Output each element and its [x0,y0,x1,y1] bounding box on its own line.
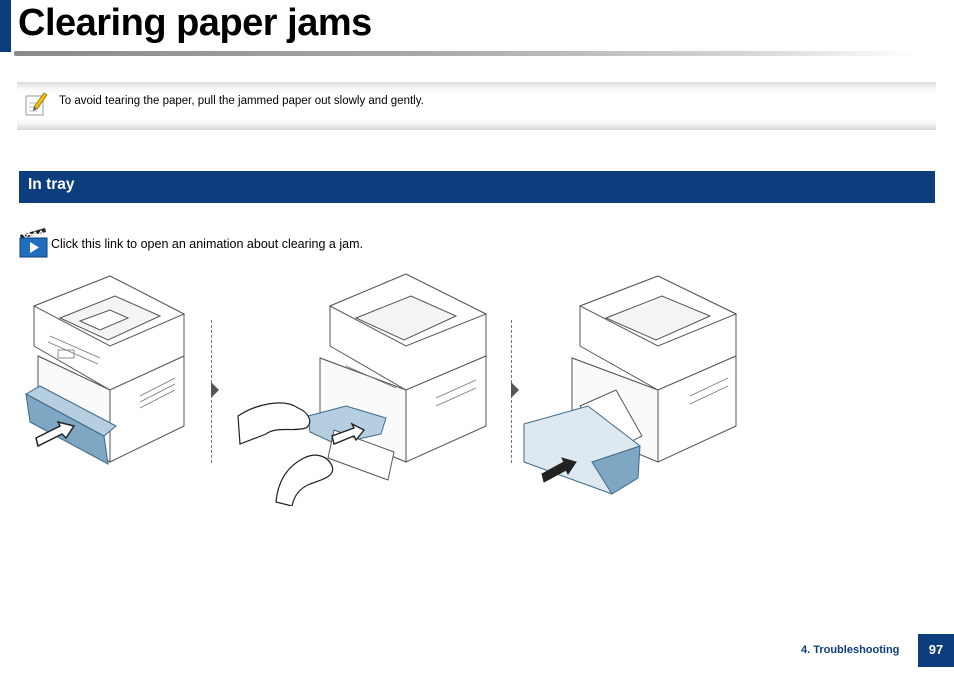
note-text: To avoid tearing the paper, pull the jam… [59,95,424,107]
section-header-bar [19,171,935,203]
hands-pull-paper-illustration [237,273,488,506]
title-underline [14,51,919,56]
section-title: In tray [28,176,75,193]
note-pencil-icon [25,92,48,116]
page-number: 97 [918,634,954,667]
page-title: Clearing paper jams [18,2,372,44]
note-box [17,82,936,130]
animation-link[interactable]: Click this link to open an animation abo… [51,237,363,251]
footer-section-label: 4. Troubleshooting [801,644,900,656]
header-accent-bar [0,0,11,52]
printer-tray-pull-out-illustration [24,275,186,465]
printer-tray-push-in-illustration [523,275,738,495]
video-clapper-icon[interactable] [19,226,48,258]
step-arrow-icon [511,382,519,398]
step-arrow-icon [211,382,219,398]
